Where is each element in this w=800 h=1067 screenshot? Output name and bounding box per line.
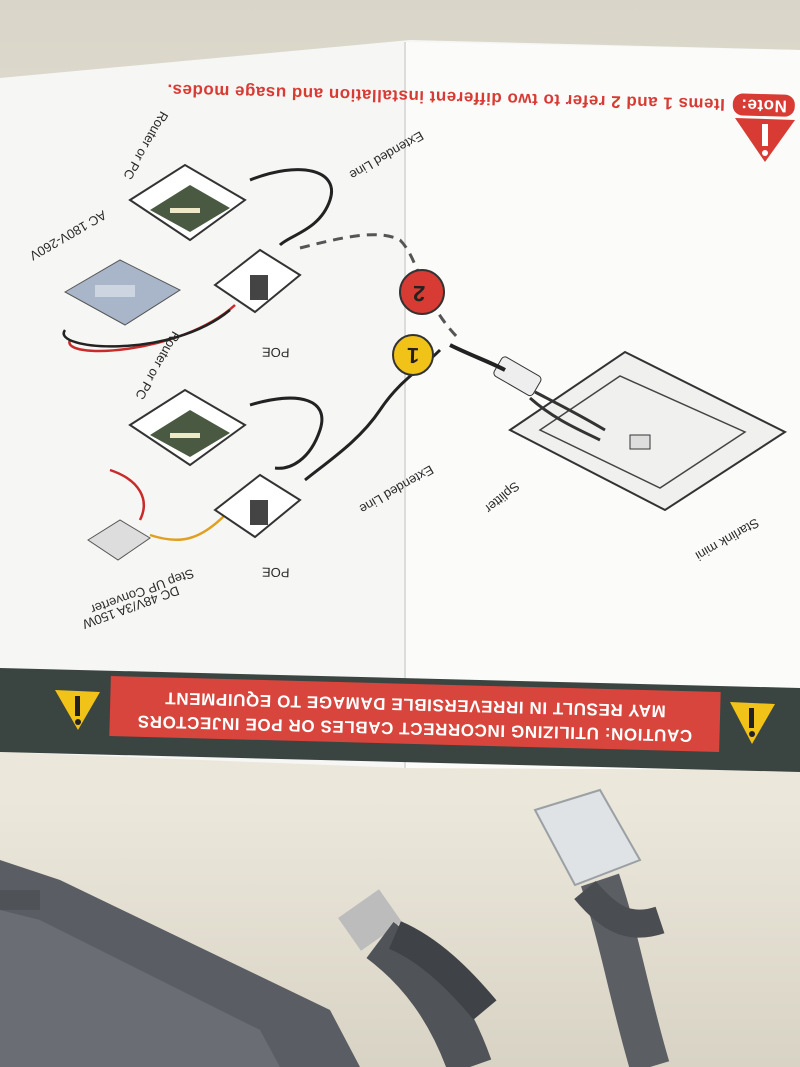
stepup-converter-illustration <box>87 519 151 561</box>
poe-illustration-bottom <box>213 473 302 539</box>
cable-router-top <box>249 168 333 247</box>
foreground-objects <box>0 788 670 1067</box>
label-poe-bottom: POE <box>261 564 290 581</box>
marker-one-label: 1 <box>406 342 420 369</box>
ac-power-supply-illustration <box>63 259 182 326</box>
power-cable-yellow <box>149 514 226 542</box>
splitter-cable <box>449 343 506 372</box>
info-icon <box>735 118 795 162</box>
power-cable-black <box>62 309 231 348</box>
marker-two <box>399 269 445 315</box>
dc-plug <box>338 889 497 1067</box>
warning-icon-right <box>730 702 775 744</box>
note-tag: Note: <box>732 93 796 117</box>
rj45-plug <box>533 788 670 1067</box>
label-poe-top: POE <box>261 344 290 361</box>
cable-router-bottom <box>249 396 324 470</box>
starlink-dish-illustration <box>508 350 788 512</box>
poe-illustration-top <box>213 248 302 314</box>
marker-one <box>392 334 434 376</box>
power-cable-red-2 <box>109 468 145 521</box>
splitter-illustration <box>493 356 606 442</box>
warning-icon-left <box>55 690 100 730</box>
router-illustration-top <box>128 163 247 242</box>
marker-two-label: 2 <box>412 280 426 307</box>
router-illustration-bottom <box>128 388 247 467</box>
